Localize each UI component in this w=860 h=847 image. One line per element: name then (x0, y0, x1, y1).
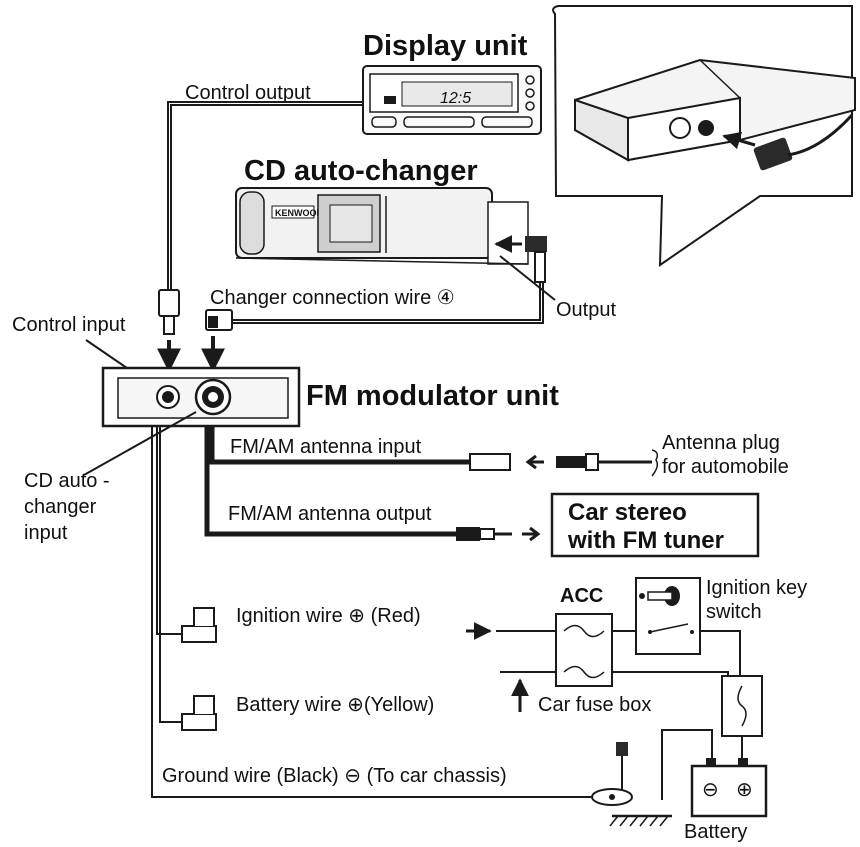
battery-label: Battery (684, 821, 747, 842)
battery-icon: ⊖ ⊕ (690, 758, 768, 818)
changer-rear-icon (574, 58, 856, 162)
antenna-plug-line-2: for automobile (662, 456, 789, 478)
battery-neg-symbol: ⊖ (702, 779, 719, 801)
display-readout: 12:5 (440, 90, 471, 107)
antenna-output-label: FM/AM antenna output (228, 503, 432, 525)
antenna-output-plug-icon (456, 527, 495, 541)
key-icon (639, 586, 680, 606)
antenna-jack-icon (469, 453, 511, 471)
battery-pos-symbol: ⊕ (736, 779, 753, 801)
changer-wire-label: Changer connection wire ④ (210, 287, 455, 309)
plug-icon (753, 113, 854, 171)
control-plug-icon (158, 289, 180, 335)
battery-wire-label: Battery wire ⊕(Yellow) (236, 694, 434, 716)
cd-input-label: CD auto - changer input (24, 470, 110, 544)
car-stereo-line-1: Car stereo (568, 499, 687, 526)
ignition-wire-label: Ignition wire ⊕ (Red) (236, 605, 421, 627)
cd-input-line-3: input (24, 522, 68, 544)
changer-brand: KENWOOD (275, 208, 323, 218)
car-stereo-line-2: with FM tuner (567, 527, 724, 554)
arrow-icon (522, 526, 541, 542)
acc-label: ACC (560, 585, 603, 607)
ignition-switch-line-2: switch (706, 601, 762, 623)
car-stereo-box (550, 492, 760, 558)
cd-changer-icon: KENWOOD (235, 187, 529, 265)
display-unit-title: Display unit (363, 30, 528, 62)
inset-callout (552, 5, 856, 267)
modulator-unit-icon (101, 366, 301, 428)
fuse-box-label: Car fuse box (538, 694, 651, 716)
connector-icon (181, 607, 217, 643)
display-unit-icon: 12:5 (362, 65, 542, 135)
modulator-title: FM modulator unit (306, 380, 559, 412)
fuse-box-icon (555, 613, 613, 687)
arrow-icon (525, 454, 544, 470)
output-label: Output (556, 299, 616, 321)
fuse-icon (563, 665, 605, 679)
changer-plug-icon (205, 309, 233, 331)
control-output-label: Control output (185, 82, 311, 104)
ignition-switch-icon (635, 577, 701, 655)
ground-icon (591, 742, 672, 827)
connector-icon (181, 695, 217, 731)
cd-changer-title: CD auto-changer (244, 155, 478, 187)
fuse-icon (563, 624, 605, 638)
antenna-input-label: FM/AM antenna input (230, 436, 422, 458)
cd-input-line-2: changer (24, 496, 97, 518)
antenna-plug-line-1: Antenna plug (662, 432, 780, 454)
ignition-switch-line-1: Ignition key (706, 577, 807, 599)
control-input-label: Control input (12, 314, 126, 336)
antenna-plug-icon (556, 453, 652, 471)
ground-wire-label: Ground wire (Black) ⊖ (To car chassis) (162, 765, 507, 787)
cd-input-line-1: CD auto - (24, 470, 110, 492)
